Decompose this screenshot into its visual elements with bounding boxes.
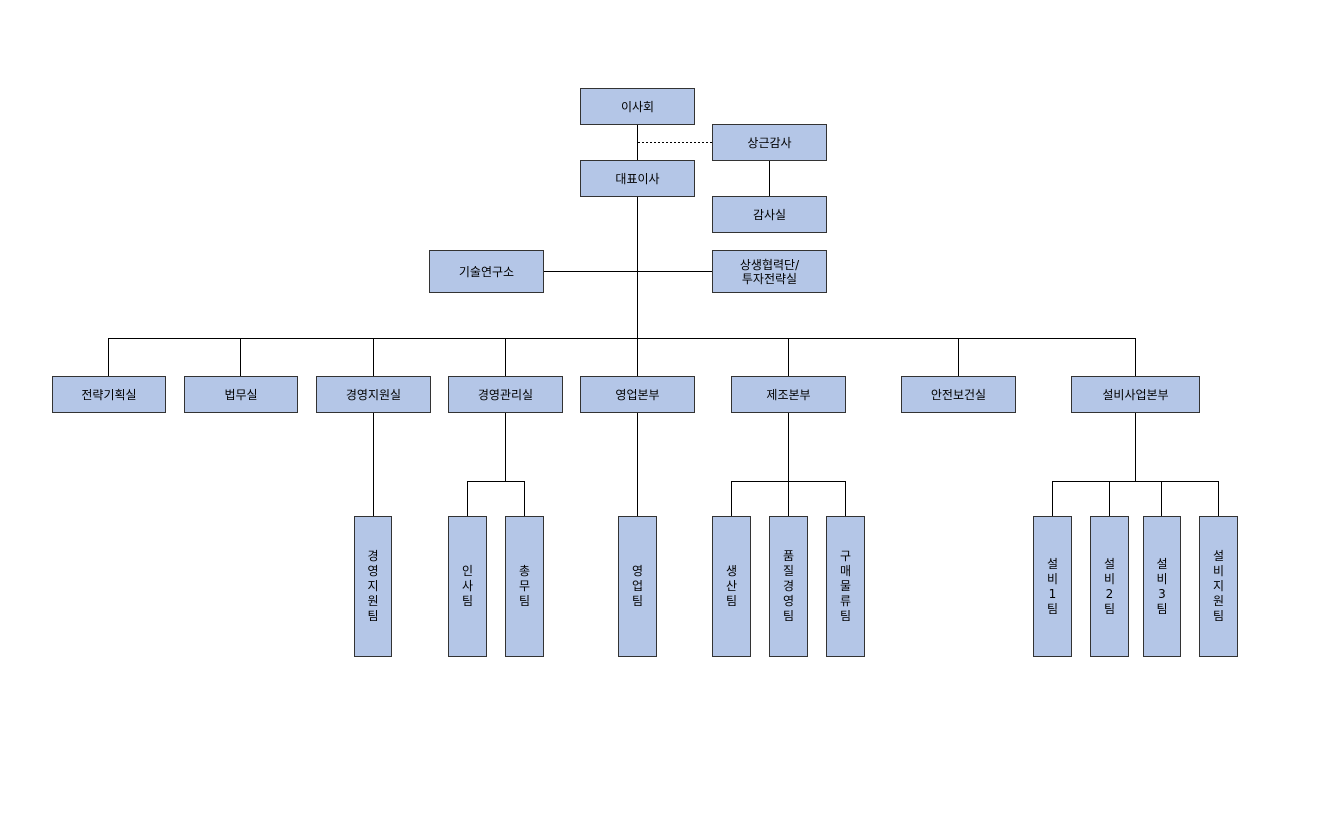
ceo-box: 대표이사 [580, 160, 695, 197]
board-box: 이사회 [580, 88, 695, 125]
sales-hq-box: 영업본부 [580, 376, 695, 413]
facility-3-team-box: 설비3팀 [1143, 516, 1181, 657]
rnd-center-box: 기술연구소 [429, 250, 544, 293]
audit-office-box: 감사실 [712, 196, 827, 233]
production-team-box: 생산팀 [712, 516, 751, 657]
general-affairs-team-box: 총무팀 [505, 516, 544, 657]
mgmt-admin-box: 경영관리실 [448, 376, 563, 413]
facility-hq-box: 설비사업본부 [1071, 376, 1200, 413]
manufacturing-hq-box: 제조본부 [731, 376, 846, 413]
mgmt-support-team-box: 경영지원팀 [354, 516, 392, 657]
winwin-strategy-box: 상생협력단/ 투자전략실 [712, 250, 827, 293]
auditor-box: 상근감사 [712, 124, 827, 161]
mgmt-support-box: 경영지원실 [316, 376, 431, 413]
facility-1-team-box: 설비1팀 [1033, 516, 1072, 657]
strategy-planning-box: 전략기획실 [52, 376, 166, 413]
hr-team-box: 인사팀 [448, 516, 487, 657]
facility-support-team-box: 설비지원팀 [1199, 516, 1238, 657]
safety-health-box: 안전보건실 [901, 376, 1016, 413]
quality-team-box: 품질경영팀 [769, 516, 808, 657]
facility-2-team-box: 설비2팀 [1090, 516, 1129, 657]
legal-box: 법무실 [184, 376, 298, 413]
sales-team-box: 영업팀 [618, 516, 657, 657]
purchasing-team-box: 구매물류팀 [826, 516, 865, 657]
